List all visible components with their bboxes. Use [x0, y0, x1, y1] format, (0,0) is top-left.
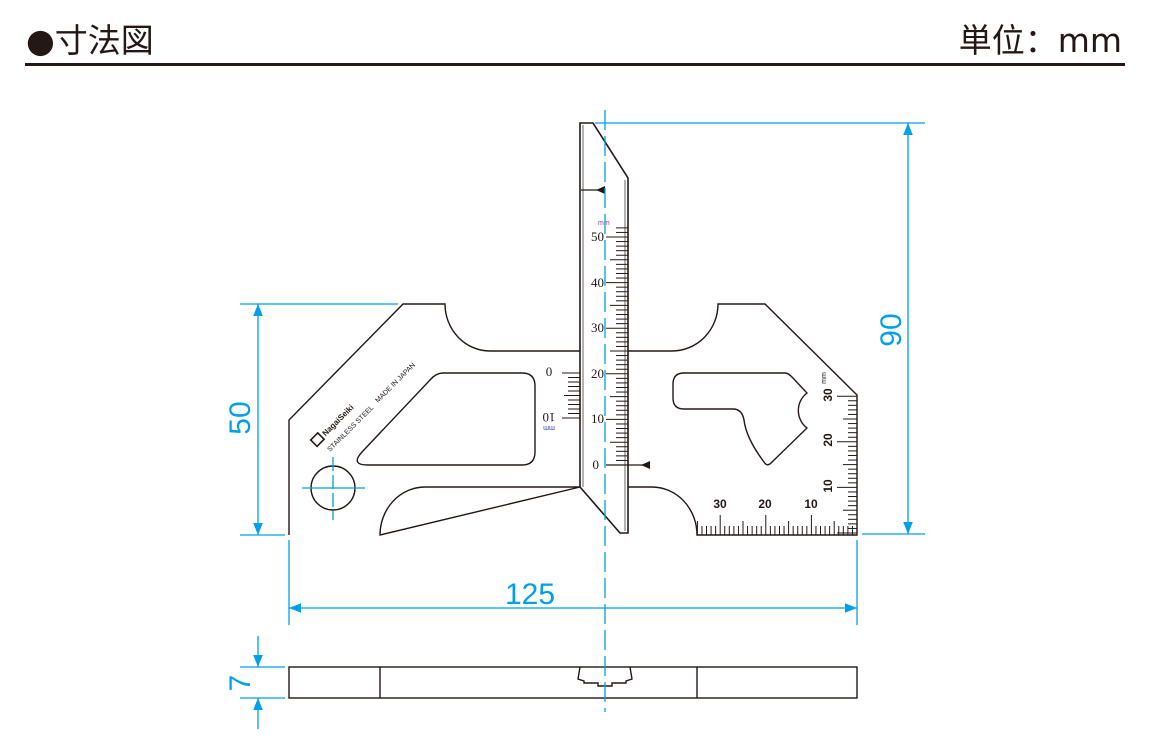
svg-text:10: 10: [821, 479, 835, 493]
svg-text:20: 20: [591, 366, 604, 381]
svg-text:20: 20: [758, 497, 772, 511]
svg-text:50: 50: [224, 401, 257, 434]
side-scale-labels: 10 20 30 mm: [821, 372, 835, 493]
right-gauge-cutout: [672, 372, 809, 466]
svg-text:0: 0: [546, 364, 553, 379]
svg-text:20: 20: [821, 433, 835, 447]
pointer-arrow-icon: [641, 461, 650, 469]
svg-text:0: 0: [593, 457, 600, 472]
origin-text: MADE IN JAPAN: [374, 362, 417, 405]
svg-text:mm: mm: [543, 424, 555, 431]
unit-label: 単位：mm: [958, 21, 1122, 60]
svg-text:30: 30: [713, 497, 727, 511]
svg-text:10: 10: [543, 410, 556, 425]
header-divider: [25, 63, 1125, 66]
dimension-50: 50: [224, 303, 398, 536]
svg-text:50: 50: [591, 229, 604, 244]
svg-text:125: 125: [505, 578, 555, 611]
gauge-body-right: [628, 303, 858, 536]
svg-text:10: 10: [804, 497, 818, 511]
slider-scale-labels: 0 10 20 30 40 50 mm: [591, 220, 610, 472]
svg-text:40: 40: [591, 275, 604, 290]
svg-text:30: 30: [821, 388, 835, 402]
depth-slider: [579, 122, 629, 534]
vernier-labels: 0 10 mm: [543, 364, 556, 431]
page-title: ●寸法図: [26, 21, 154, 60]
scale-ticks: [562, 227, 858, 535]
dimension-125: 125: [288, 540, 858, 625]
svg-text:30: 30: [591, 320, 604, 335]
side-view: [288, 666, 858, 699]
svg-text:10: 10: [591, 411, 604, 426]
svg-text:mm: mm: [598, 220, 610, 227]
svg-text:90: 90: [875, 313, 908, 346]
left-window: [356, 372, 536, 466]
dimension-7: 7: [224, 636, 285, 729]
bottom-scale-labels: 10 20 30: [713, 497, 818, 511]
brand-logo: NagaiSeiki: [309, 403, 356, 448]
gauge-body-left: [288, 303, 581, 536]
dimension-90: 90: [595, 122, 925, 535]
pointer-arrow-icon: [596, 186, 605, 194]
svg-text:7: 7: [224, 675, 257, 692]
svg-text:mm: mm: [821, 372, 828, 384]
